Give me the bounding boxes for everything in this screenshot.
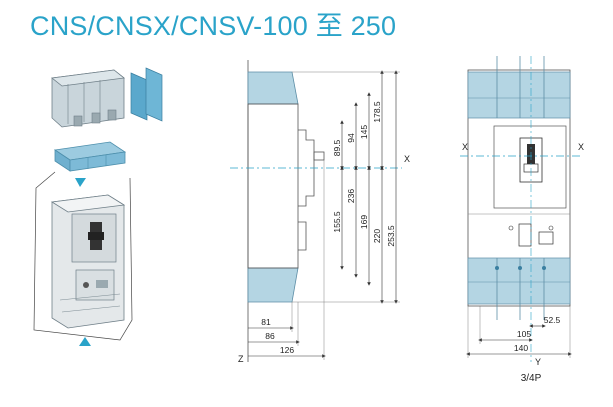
- dim-169: 169: [359, 215, 369, 229]
- terminal-cover-block: [51, 69, 125, 128]
- front-view-drawing: 52.5 105 140 X X Y 3/4P: [460, 56, 584, 384]
- dim-89-5: 89.5: [332, 139, 342, 156]
- dim-126: 126: [280, 345, 294, 355]
- side-axis-z: Z: [238, 354, 244, 364]
- front-axis-x-left: X: [462, 142, 468, 152]
- side-axis-x: X: [404, 154, 410, 164]
- dim-178-5: 178.5: [372, 101, 382, 123]
- phase-barrier-plates: [130, 67, 163, 122]
- dim-220: 220: [372, 229, 382, 243]
- dim-94: 94: [346, 133, 356, 143]
- dim-145: 145: [359, 125, 369, 139]
- breaker-body: [50, 194, 126, 329]
- bottom-arrow-icon: [79, 337, 91, 346]
- front-axis-x-right: X: [578, 142, 584, 152]
- top-arrow-icon: [75, 178, 86, 187]
- dim-105: 105: [517, 329, 531, 339]
- terminal-shield: [53, 141, 127, 172]
- dim-81: 81: [261, 317, 271, 327]
- dim-253-5: 253.5: [386, 225, 396, 247]
- exploded-breaker-illustration: [33, 67, 163, 346]
- page-title: CNS/CNSX/CNSV-100 至 250: [30, 11, 397, 41]
- dim-52-5: 52.5: [544, 315, 561, 325]
- pole-caption: 3/4P: [521, 373, 542, 384]
- front-axis-y: Y: [535, 357, 541, 367]
- dim-236: 236: [346, 189, 356, 203]
- dim-86: 86: [265, 331, 275, 341]
- side-view-drawing: 89.5 94 145 178.5 155.5 236 169 220 253.…: [230, 60, 410, 364]
- dim-140: 140: [514, 343, 528, 353]
- dim-155-5: 155.5: [332, 211, 342, 233]
